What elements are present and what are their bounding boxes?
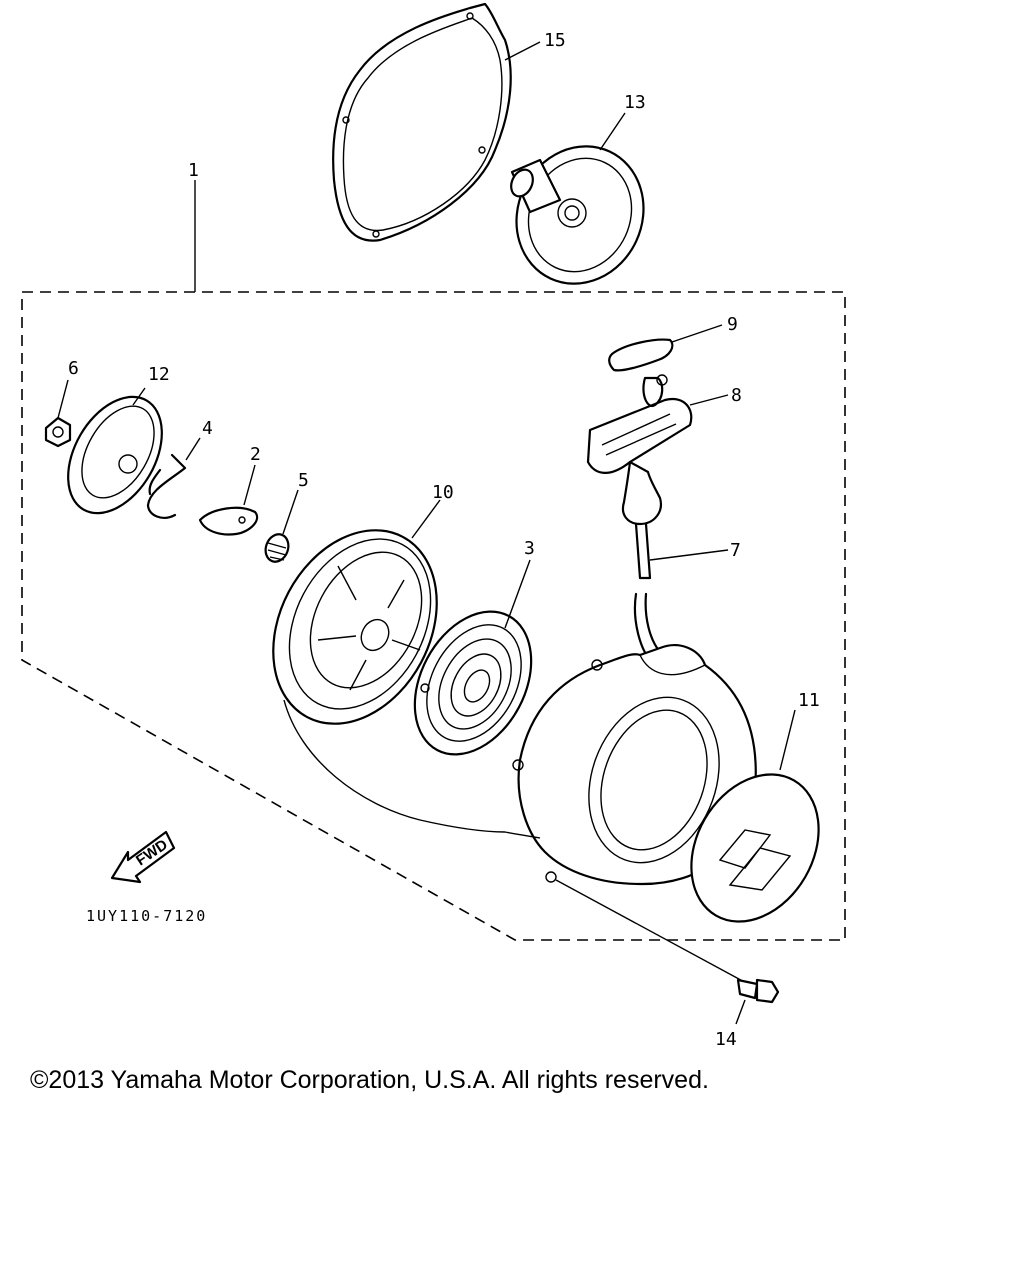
callout-4: 4 <box>202 418 213 439</box>
part-15-gasket <box>332 2 541 242</box>
part-3-recoil-spring <box>413 559 533 756</box>
part-4-spring-clip <box>146 437 201 519</box>
callout-15: 15 <box>544 30 566 51</box>
callout-7: 7 <box>730 540 741 561</box>
callout-11: 11 <box>798 690 820 711</box>
part-7-rope <box>633 522 729 662</box>
part-11-emblem <box>690 709 820 923</box>
callout-3: 3 <box>524 538 535 559</box>
callout-9: 9 <box>727 314 738 335</box>
recoil-housing <box>504 644 757 886</box>
part-2-pawl <box>198 464 259 536</box>
part-10-reel <box>272 499 506 833</box>
callout-12: 12 <box>148 364 170 385</box>
callout-10: 10 <box>432 482 454 503</box>
callout-6: 6 <box>68 358 79 379</box>
part-8-handle <box>586 374 729 526</box>
part-6-nut <box>44 379 72 448</box>
callout-13: 13 <box>624 92 646 113</box>
callout-1: 1 <box>188 160 199 181</box>
callout-8: 8 <box>731 385 742 406</box>
drawing-code: 1UY110-7120 <box>86 907 207 925</box>
callout-5: 5 <box>298 470 309 491</box>
part-9-cap <box>608 324 723 372</box>
fwd-arrow-icon: FWD <box>110 830 176 884</box>
assembly-boundary <box>21 180 846 941</box>
part-14-bolt <box>555 879 780 1025</box>
part-5-spring <box>264 489 299 563</box>
copyright-notice: ©2013 Yamaha Motor Corporation, U.S.A. A… <box>30 1066 709 1094</box>
part-13-pulley <box>510 112 645 285</box>
part-12-plate <box>67 387 163 515</box>
callout-2: 2 <box>250 444 261 465</box>
callout-14: 14 <box>715 1029 737 1050</box>
